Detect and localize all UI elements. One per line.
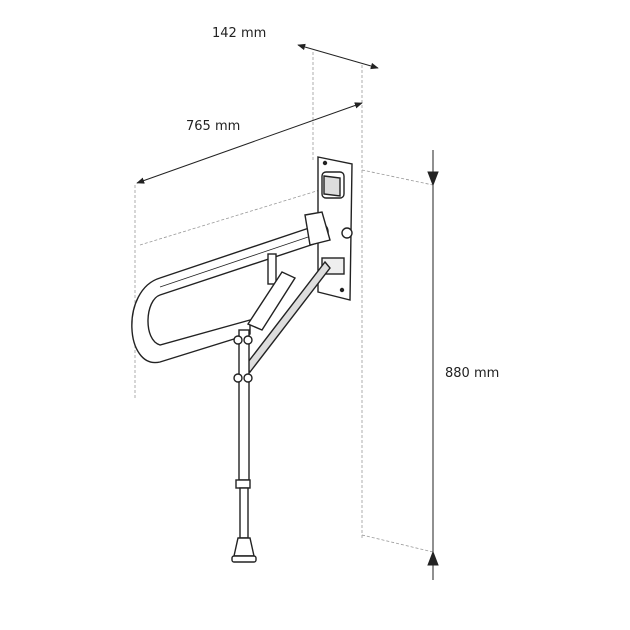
grab-bar [131, 211, 331, 364]
support-strut [244, 260, 331, 374]
length-label: 765 mm [186, 119, 241, 134]
depth-label: 142 mm [212, 26, 267, 41]
depth-dimension-line [297, 43, 379, 70]
length-dimension-line [136, 102, 363, 184]
height-label: 880 mm [445, 366, 500, 381]
support-leg [231, 329, 257, 563]
dimension-lines [136, 43, 439, 580]
extension-lines [134, 52, 434, 553]
